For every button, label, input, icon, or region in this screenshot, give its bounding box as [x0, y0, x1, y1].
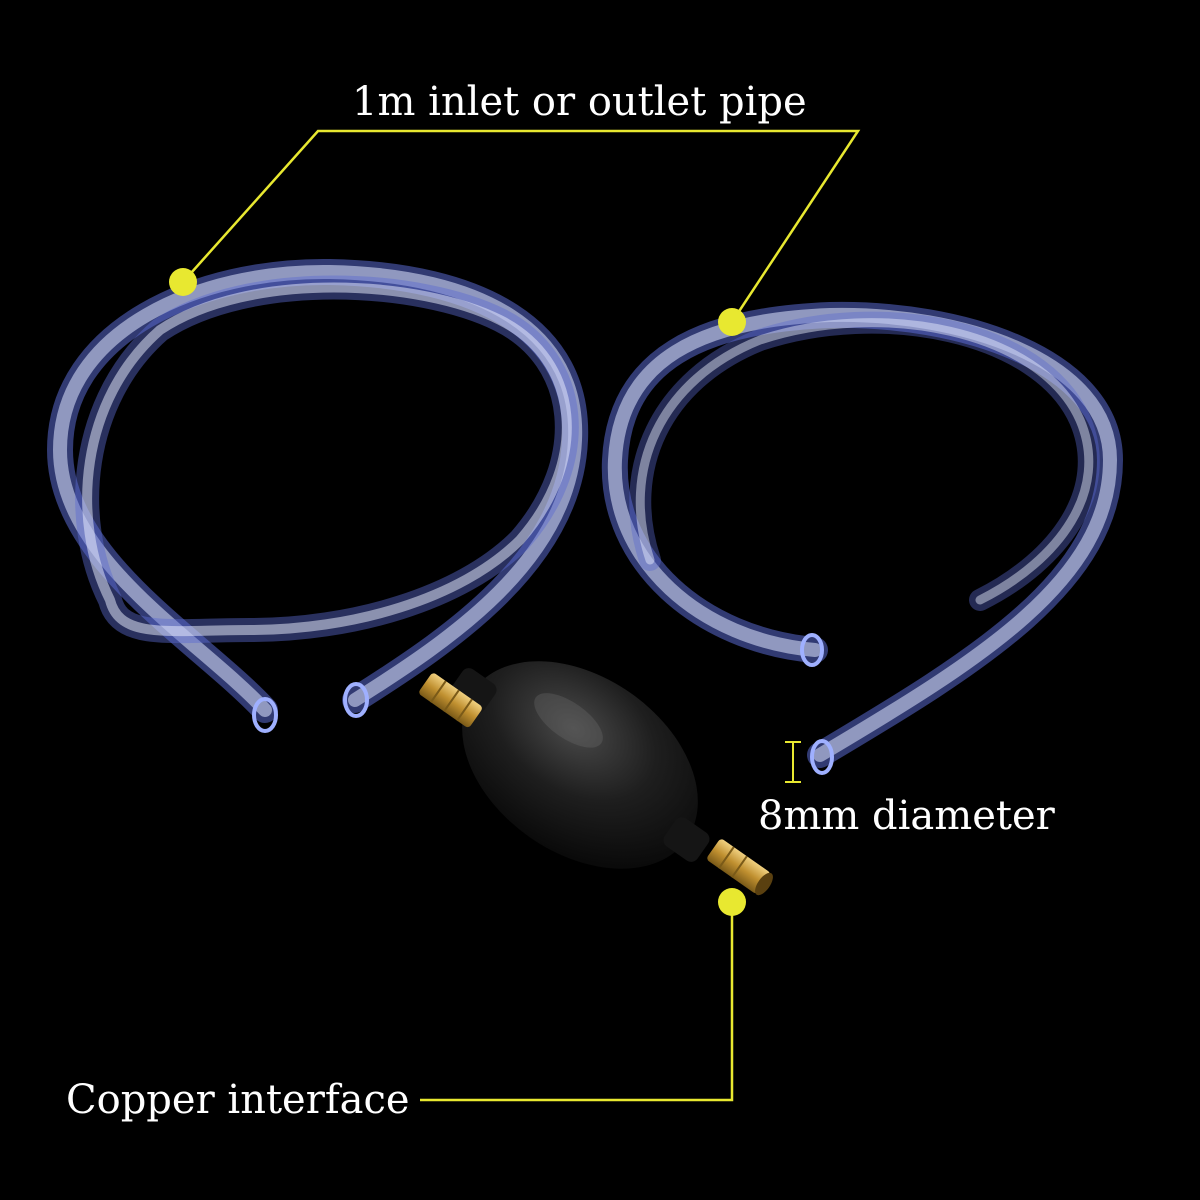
right-tube-coil: [601, 301, 1124, 775]
callout-dot-right-tube: [718, 308, 746, 336]
right-tube-end-b: [810, 739, 834, 775]
pipe-label: 1m inlet or outlet pipe: [352, 79, 807, 125]
diameter-marker: [785, 741, 801, 783]
brass-connector-bottom: [707, 839, 773, 896]
callout-pipe: [169, 129, 861, 336]
pump-bulb: [419, 661, 773, 896]
callout-dot-left-tube: [169, 268, 197, 296]
brass-connector-top: [419, 673, 482, 728]
callout-copper: [420, 888, 746, 1102]
callout-dot-copper: [718, 888, 746, 916]
diameter-label: 8mm diameter: [758, 793, 1055, 839]
left-tube-end-b: [343, 682, 369, 718]
left-tube-coil: [46, 258, 589, 733]
left-tube-end-a: [252, 697, 278, 733]
copper-interface-label: Copper interface: [66, 1077, 410, 1123]
right-tube-end-a: [800, 633, 824, 667]
